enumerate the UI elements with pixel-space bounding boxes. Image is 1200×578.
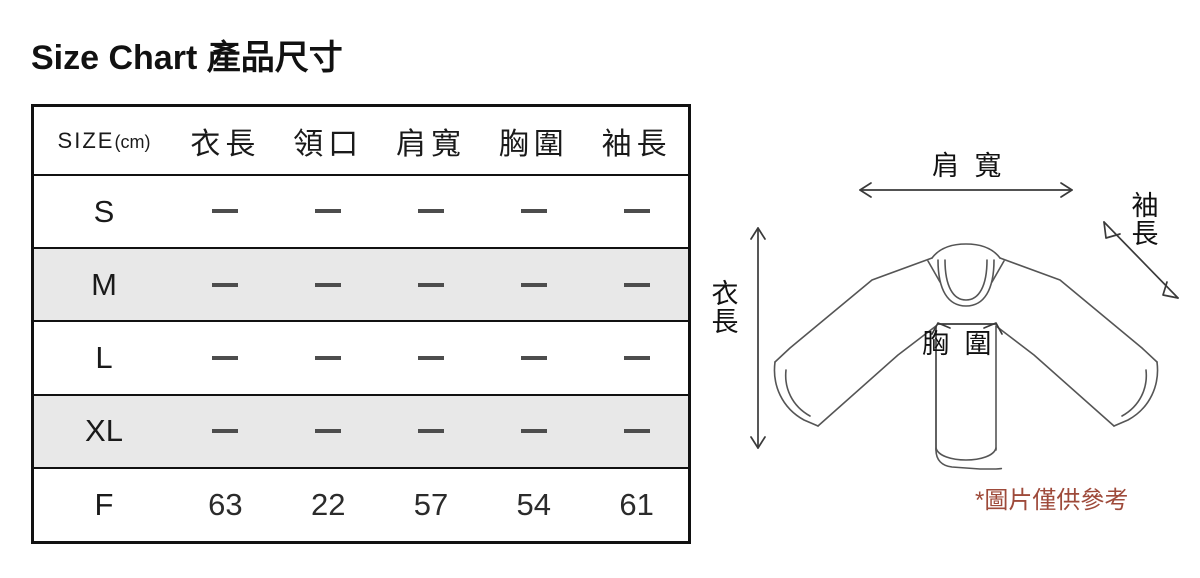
value-dash [212,209,239,214]
value-dash [315,355,342,360]
value-dash [623,428,650,433]
value-dash [417,428,444,433]
cell-neck [277,175,380,248]
cell-neck [277,248,380,321]
cell-sleeve [585,175,688,248]
value-dash [212,428,239,433]
column-header-length: 衣長 [190,127,261,161]
column-header-neck: 領口 [293,127,364,161]
row-size-label: S [93,193,115,229]
cell-length: 63 [208,486,243,522]
cell-shoulder [380,175,483,248]
value-dash [623,355,650,360]
cell-chest [482,248,585,321]
value-dash [623,209,650,214]
value-dash [520,209,547,214]
column-header-chest: 胸圍 [498,127,569,161]
cell-shoulder [380,395,483,468]
cell-chest: 54 [516,486,552,522]
dimension-label-sleeve: 袖長 [1131,191,1159,250]
table-row: M [34,248,688,322]
dimension-label-chest: 胸 圍 [922,329,996,359]
cell-sleeve: 61 [619,486,654,522]
cell-neck [277,321,380,394]
cell-sleeve [585,248,688,321]
garment-diagram: 肩 寬 袖長 衣長 胸 圍 [700,130,1200,510]
cell-sleeve [585,321,688,394]
cell-sleeve [585,395,688,468]
cell-shoulder: 57 [413,486,449,522]
cell-length [174,395,277,468]
value-dash [212,282,239,287]
cell-chest [482,395,585,468]
cell-shoulder [380,248,483,321]
size-chart-table: SIZE(cm) 衣長 領口 肩寬 胸圍 袖長 S M [31,104,691,544]
value-dash [520,355,547,360]
value-dash [315,282,342,287]
page-title: Size Chart 產品尺寸 [31,39,343,77]
column-header-size: SIZE(cm) [34,107,174,175]
cell-length [174,248,277,321]
cell-chest [482,321,585,394]
row-size-label: F [94,486,114,522]
column-header-shoulder: 肩寬 [395,127,466,161]
value-dash [623,282,650,287]
cell-neck: 22 [310,486,346,522]
diagram-footnote: *圖片僅供參考 [975,487,1129,514]
row-size-label: M [91,266,117,302]
table-row: S [34,175,688,249]
value-dash [520,282,547,287]
table-row: L [34,321,688,395]
value-dash [212,355,239,360]
row-size-label: XL [85,413,123,449]
value-dash [417,282,444,287]
value-dash [520,428,547,433]
value-dash [315,209,342,214]
column-header-sleeve: 袖長 [601,127,672,161]
value-dash [417,209,444,214]
table-header-row: SIZE(cm) 衣長 領口 肩寬 胸圍 袖長 [34,107,688,175]
cell-neck [277,395,380,468]
table-row: F 63 22 57 54 61 [34,468,688,541]
value-dash [315,428,342,433]
row-size-label: L [95,339,113,375]
cell-length [174,175,277,248]
dimension-label-length: 衣長 [711,279,739,338]
cell-length [174,321,277,394]
cell-chest [482,175,585,248]
cell-shoulder [380,321,483,394]
column-header-size-label: SIZE [57,127,115,153]
table-row: XL [34,394,688,468]
value-dash [417,355,444,360]
column-header-size-unit: (cm) [114,131,151,152]
dimension-label-shoulder: 肩 寬 [932,151,1006,181]
